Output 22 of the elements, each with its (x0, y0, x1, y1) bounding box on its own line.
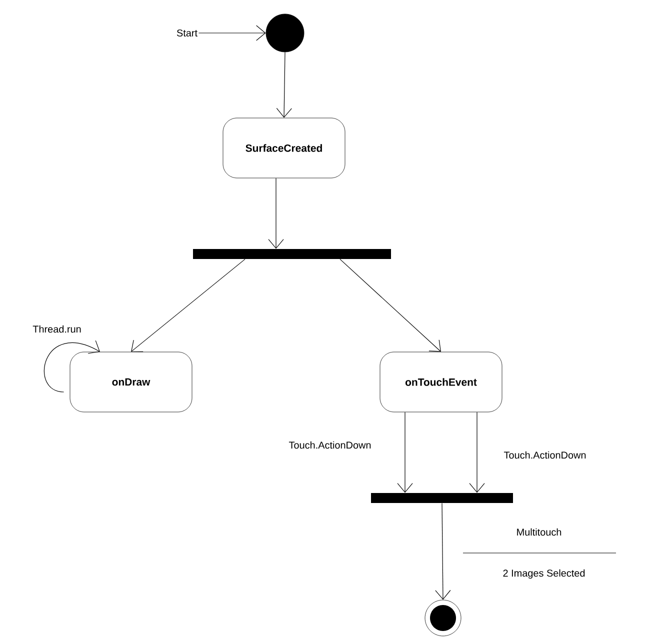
state-box: onDraw (70, 352, 192, 412)
arrow (198, 25, 266, 41)
sync-bar (371, 493, 513, 503)
sync-bar (193, 249, 391, 259)
arrow (44, 340, 100, 392)
guard-label: 2 Images Selected (503, 569, 585, 579)
edge-label: Touch.ActionDown (288, 440, 372, 450)
start-label: Start (176, 29, 198, 37)
state-box: SurfaceCreated (222, 118, 346, 178)
arrow (469, 412, 485, 493)
arrow (131, 258, 246, 352)
edge-label: Touch.ActionDown (502, 450, 588, 460)
arrow (435, 502, 451, 600)
arrow (397, 412, 413, 493)
edge-label: Thread.run (32, 324, 82, 334)
final-state (424, 600, 462, 636)
arrow (268, 178, 284, 249)
arrow (340, 258, 441, 352)
initial-state (266, 14, 304, 52)
arrow (276, 52, 292, 118)
state-box: onTouchEvent (380, 352, 502, 412)
guard-label: Multitouch (517, 528, 562, 536)
